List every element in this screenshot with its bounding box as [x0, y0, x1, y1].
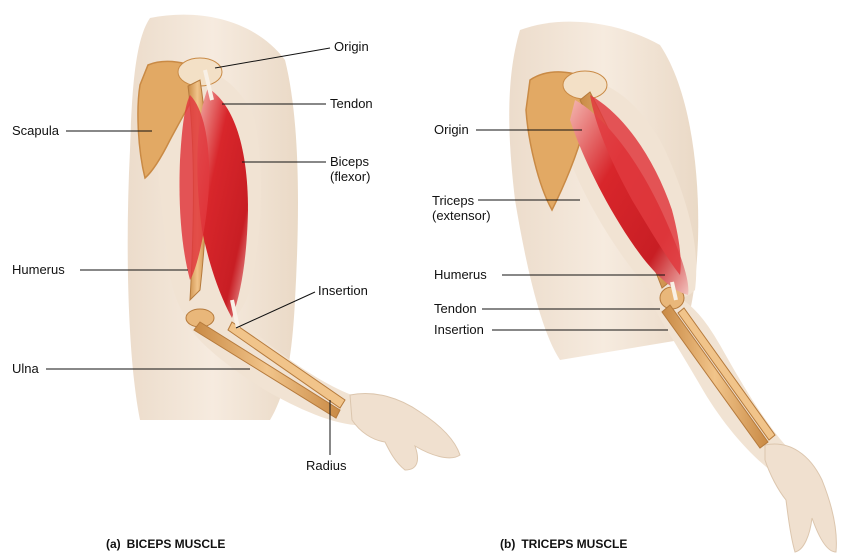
label-biceps-name: Biceps	[330, 154, 370, 169]
label-tendon-a: Tendon	[330, 96, 373, 111]
label-origin-a: Origin	[334, 39, 369, 54]
label-origin-b: Origin	[434, 122, 469, 137]
hand-a	[350, 394, 460, 470]
label-triceps-b: Triceps (extensor)	[432, 193, 491, 223]
label-biceps-role: (flexor)	[330, 169, 370, 184]
label-scapula-a: Scapula	[12, 123, 59, 138]
label-biceps-a: Biceps (flexor)	[330, 154, 370, 184]
label-triceps-role: (extensor)	[432, 208, 491, 223]
label-humerus-a: Humerus	[12, 262, 65, 277]
shoulder-joint-b	[563, 71, 607, 99]
label-tendon-b: Tendon	[434, 301, 477, 316]
hand-b	[765, 444, 836, 552]
biceps-figure	[128, 15, 460, 470]
label-radius-a: Radius	[306, 458, 346, 473]
caption-a: (a) BICEPS MUSCLE	[106, 537, 225, 551]
label-ulna-a: Ulna	[12, 361, 39, 376]
triceps-figure	[509, 22, 836, 552]
ulna-b	[662, 305, 768, 448]
caption-b-text: TRICEPS MUSCLE	[521, 537, 627, 551]
label-insertion-b: Insertion	[434, 322, 484, 337]
caption-b-tag: (b)	[500, 537, 515, 551]
caption-a-tag: (a)	[106, 537, 121, 551]
label-insertion-a: Insertion	[318, 283, 368, 298]
caption-a-text: BICEPS MUSCLE	[127, 537, 226, 551]
label-triceps-name: Triceps	[432, 193, 491, 208]
label-humerus-b: Humerus	[434, 267, 487, 282]
caption-b: (b) TRICEPS MUSCLE	[500, 537, 627, 551]
